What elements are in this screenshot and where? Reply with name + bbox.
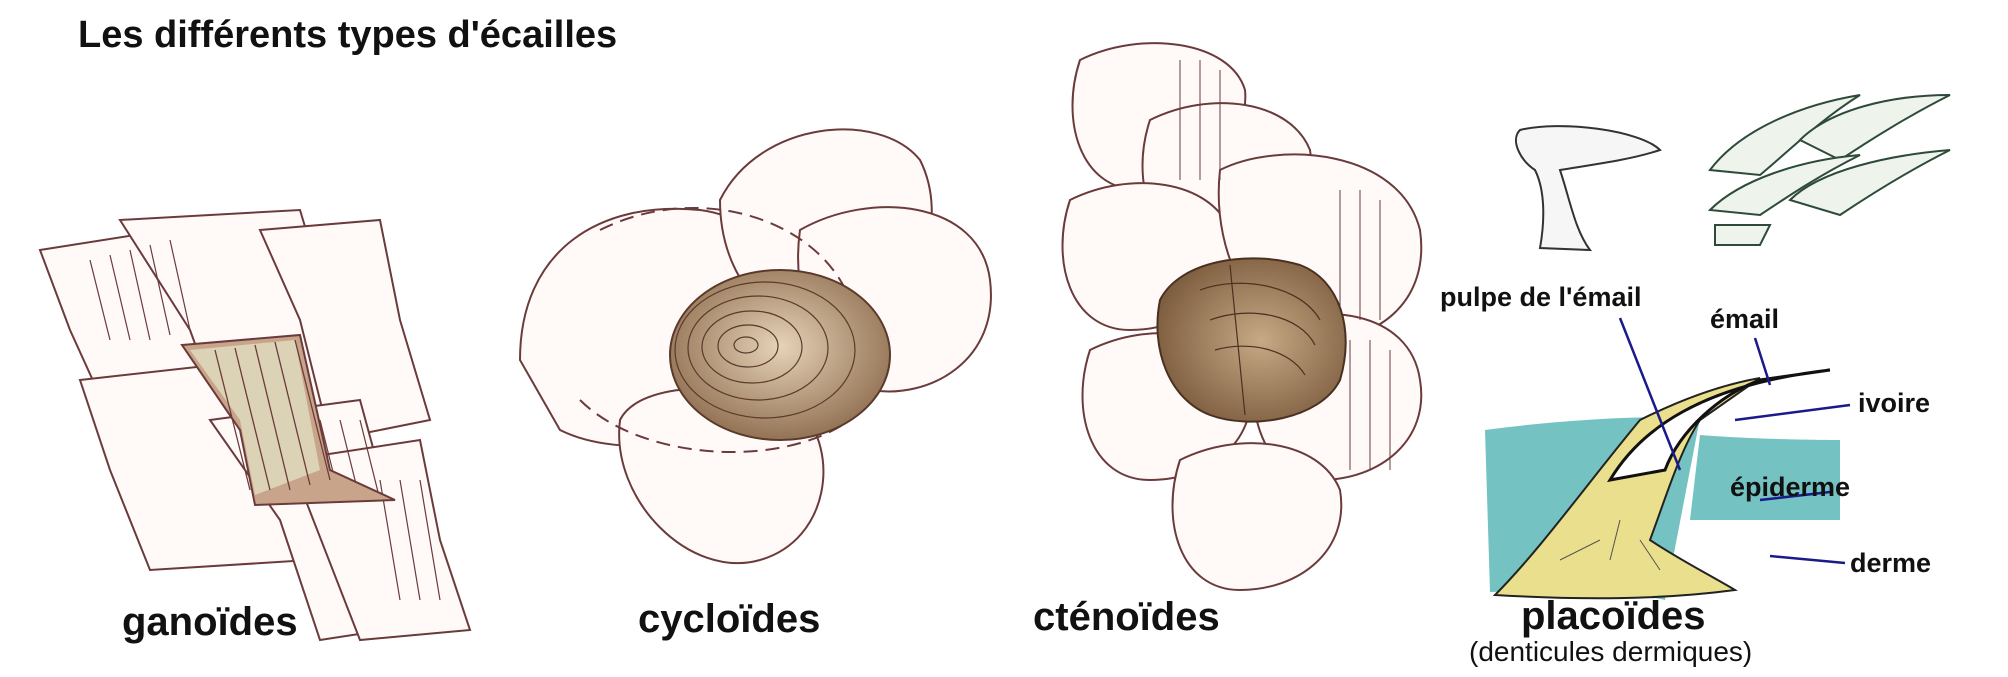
cycloid-scales-drawing <box>518 128 992 565</box>
ctenoid-label: cténoïdes <box>1033 595 1220 639</box>
epidermis-label: épiderme <box>1730 472 1851 502</box>
placoid-label: placoïdes <box>1521 594 1706 638</box>
cycloid-label: cycloïdes <box>638 597 821 641</box>
pulp-label: pulpe de l'émail <box>1440 282 1642 312</box>
enamel-label: émail <box>1710 304 1780 334</box>
dermis-label: derme <box>1850 548 1932 578</box>
diagram-title: Les différents types d'écailles <box>78 14 618 56</box>
placoid-denticle-drawings <box>1515 94 1951 252</box>
dentine-label: ivoire <box>1858 388 1931 418</box>
placoid-sublabel: (denticules dermiques) <box>1469 636 1753 667</box>
placoid-cross-section <box>1485 368 1840 600</box>
leader-lines <box>1618 317 1851 565</box>
ganoid-label: ganoïdes <box>122 600 298 644</box>
ganoid-scales-drawing <box>38 208 472 642</box>
ctenoid-scales-drawing <box>1061 42 1423 592</box>
